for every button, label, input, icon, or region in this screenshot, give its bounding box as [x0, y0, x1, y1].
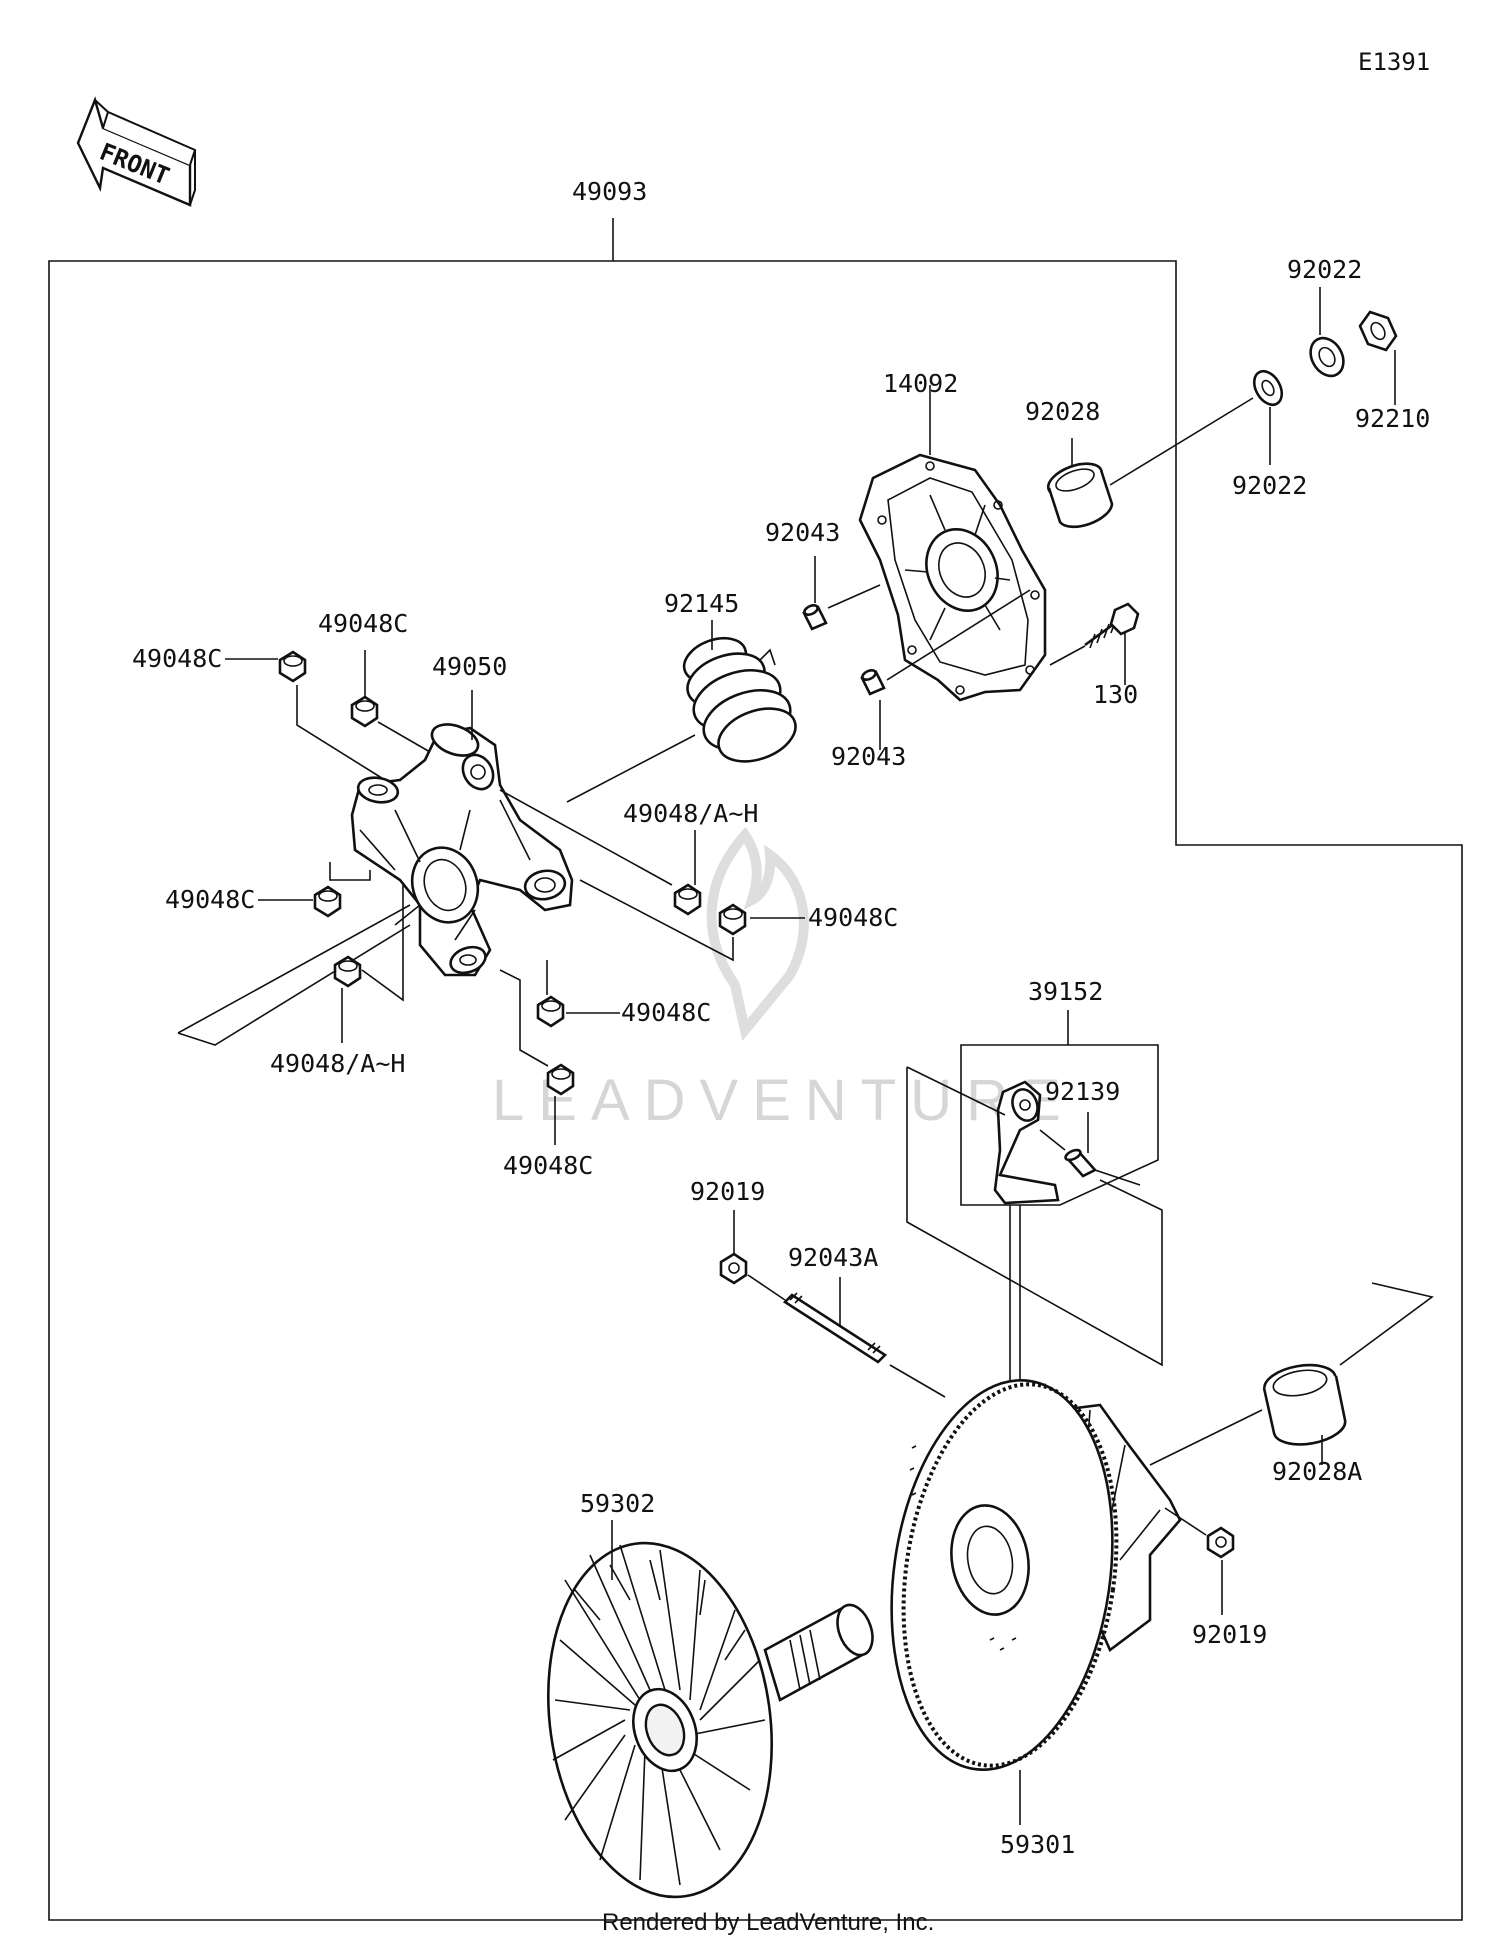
part-92210-nut	[1358, 310, 1398, 352]
part-49048c-slider-3	[313, 885, 342, 918]
label-59301: 59301	[1000, 1830, 1075, 1859]
part-92043a-shaft	[782, 1292, 888, 1364]
part-92043-dowel	[802, 604, 828, 631]
part-49048c-slider-5	[536, 995, 565, 1028]
label-92022-top: 92022	[1287, 255, 1362, 284]
label-14092: 14092	[883, 369, 958, 398]
label-49048c-top: 49048C	[318, 609, 408, 638]
part-92028-bushing	[1046, 462, 1114, 529]
label-92028a: 92028A	[1272, 1457, 1362, 1486]
part-92145-spring	[682, 636, 797, 763]
watermark-text: LEADVENTURE	[492, 1068, 1075, 1133]
label-92145: 92145	[664, 589, 739, 618]
watermark: LEADVENTURE	[492, 826, 1075, 1133]
label-130: 130	[1093, 680, 1138, 709]
label-92028: 92028	[1025, 397, 1100, 426]
part-49048c-slider-2	[350, 695, 379, 728]
label-92043a: 92043A	[788, 1243, 878, 1272]
diagram-code: E1391	[1358, 48, 1430, 76]
label-92019-upper: 92019	[690, 1177, 765, 1206]
part-92019-nut-2	[1206, 1526, 1235, 1559]
label-39152: 39152	[1028, 977, 1103, 1006]
group-39152-bracket	[960, 1044, 1159, 1206]
label-49048-ah-lower: 49048/A~H	[270, 1049, 405, 1078]
label-92022-bottom: 92022	[1232, 471, 1307, 500]
label-49093: 49093	[572, 177, 647, 206]
footer-credit: Rendered by LeadVenture, Inc.	[602, 1909, 934, 1936]
part-59302-fixed-sheave	[546, 1541, 874, 1899]
part-49050-spider	[350, 723, 574, 977]
label-92043-upper: 92043	[765, 518, 840, 547]
label-59302: 59302	[580, 1489, 655, 1518]
part-92043-dowel-2	[860, 669, 886, 696]
label-49048-ah-upper: 49048/A~H	[623, 799, 758, 828]
label-49048c-mid-left: 49048C	[165, 885, 255, 914]
label-92210: 92210	[1355, 404, 1430, 433]
label-49048c-left: 49048C	[132, 644, 222, 673]
label-49048c-mid-right: 49048C	[808, 903, 898, 932]
part-92028a-bushing	[1262, 1363, 1347, 1446]
part-92022-washer	[1252, 369, 1284, 407]
part-130-bolt	[1084, 602, 1140, 649]
part-weight-arm	[993, 1080, 1060, 1205]
part-92022-washer-2	[1309, 336, 1345, 378]
part-14092-cover	[858, 453, 1047, 702]
part-49048c-slider-4	[718, 903, 747, 936]
label-49050: 49050	[432, 652, 507, 681]
label-92139: 92139	[1045, 1077, 1120, 1106]
part-92139-pin	[1064, 1148, 1098, 1178]
part-49048-ah-roller-1	[673, 883, 702, 916]
part-92019-nut	[719, 1252, 748, 1285]
front-arrow-icon: FRONT	[76, 96, 197, 207]
part-49048c-slider-1	[278, 650, 307, 683]
part-59301-movable-sheave	[890, 1379, 1182, 1771]
label-92019-lower: 92019	[1192, 1620, 1267, 1649]
label-49048c-bottom: 49048C	[503, 1151, 593, 1180]
label-49048c-center: 49048C	[621, 998, 711, 1027]
part-49048-ah-roller-2	[333, 955, 362, 988]
part-49048c-slider-6	[546, 1063, 575, 1096]
label-92043-lower: 92043	[831, 742, 906, 771]
assembly-bracket	[48, 260, 1463, 1921]
